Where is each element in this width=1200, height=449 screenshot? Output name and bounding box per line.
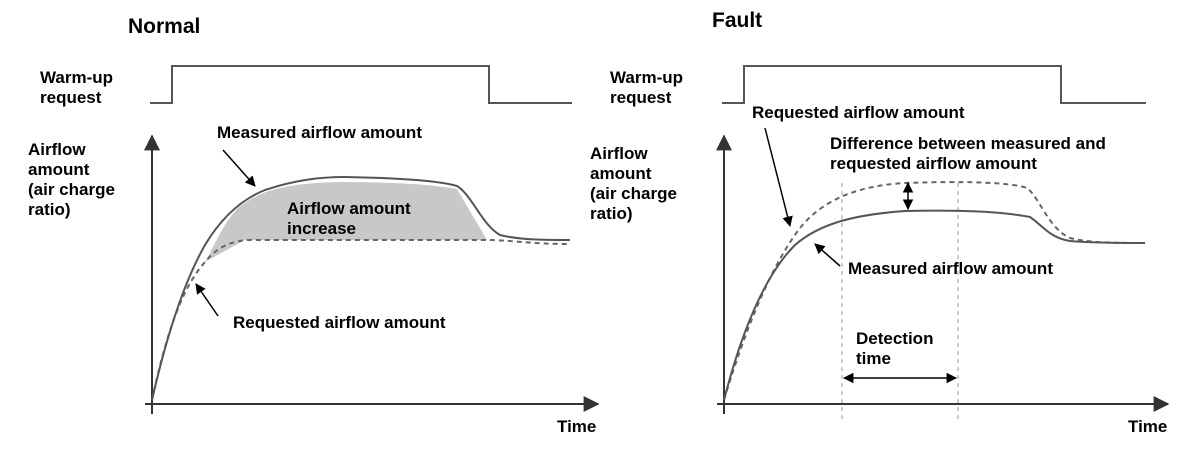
fault-difference-label-line1: Difference between measured and xyxy=(830,134,1106,153)
fault-ylabel-line4: ratio) xyxy=(590,204,633,223)
normal-x-label: Time xyxy=(557,417,596,436)
normal-increase-area xyxy=(205,182,487,262)
normal-measured-label: Measured airflow amount xyxy=(217,123,422,142)
normal-warmup-label-line2: request xyxy=(40,88,102,107)
normal-requested-curve xyxy=(151,239,569,401)
normal-panel: Normal Warm-up request Airflow amount (a… xyxy=(28,15,600,436)
fault-ylabel-line1: Airflow xyxy=(590,144,648,163)
normal-increase-label-line1: Airflow amount xyxy=(287,199,411,218)
normal-ylabel-line3: (air charge xyxy=(28,180,115,199)
normal-measured-curve xyxy=(151,175,571,401)
fault-measured-curve xyxy=(723,209,1146,401)
normal-warmup-label-line1: Warm-up xyxy=(40,68,113,87)
normal-requested-arrow xyxy=(195,283,219,317)
fault-panel: Fault Warm-up request Airflow amount (ai… xyxy=(590,9,1170,436)
fault-measured-arrow xyxy=(814,243,841,267)
fault-ylabel-line2: amount xyxy=(590,164,652,183)
normal-ylabel-line1: Airflow xyxy=(28,140,86,159)
normal-increase-label-line2: increase xyxy=(287,219,356,238)
normal-ylabel-line4: ratio) xyxy=(28,200,71,219)
normal-measured-arrow xyxy=(222,149,256,187)
fault-detection-label-line2: time xyxy=(856,349,891,368)
fault-detection-label-line1: Detection xyxy=(856,329,933,348)
fault-ylabel-line3: (air charge xyxy=(590,184,677,203)
normal-requested-label: Requested airflow amount xyxy=(233,313,446,332)
fault-measured-label: Measured airflow amount xyxy=(848,259,1053,278)
fault-difference-label-line2: requested airflow amount xyxy=(830,154,1037,173)
fault-warmup-pulse xyxy=(722,65,1146,104)
fault-x-label: Time xyxy=(1128,417,1167,436)
normal-ylabel-line2: amount xyxy=(28,160,90,179)
fault-title: Fault xyxy=(712,9,762,32)
fault-requested-label: Requested airflow amount xyxy=(752,103,965,122)
normal-title: Normal xyxy=(128,15,200,38)
fault-warmup-label-line2: request xyxy=(610,88,672,107)
fault-requested-arrow xyxy=(764,127,793,228)
fault-warmup-label-line1: Warm-up xyxy=(610,68,683,87)
normal-warmup-pulse xyxy=(150,65,572,104)
